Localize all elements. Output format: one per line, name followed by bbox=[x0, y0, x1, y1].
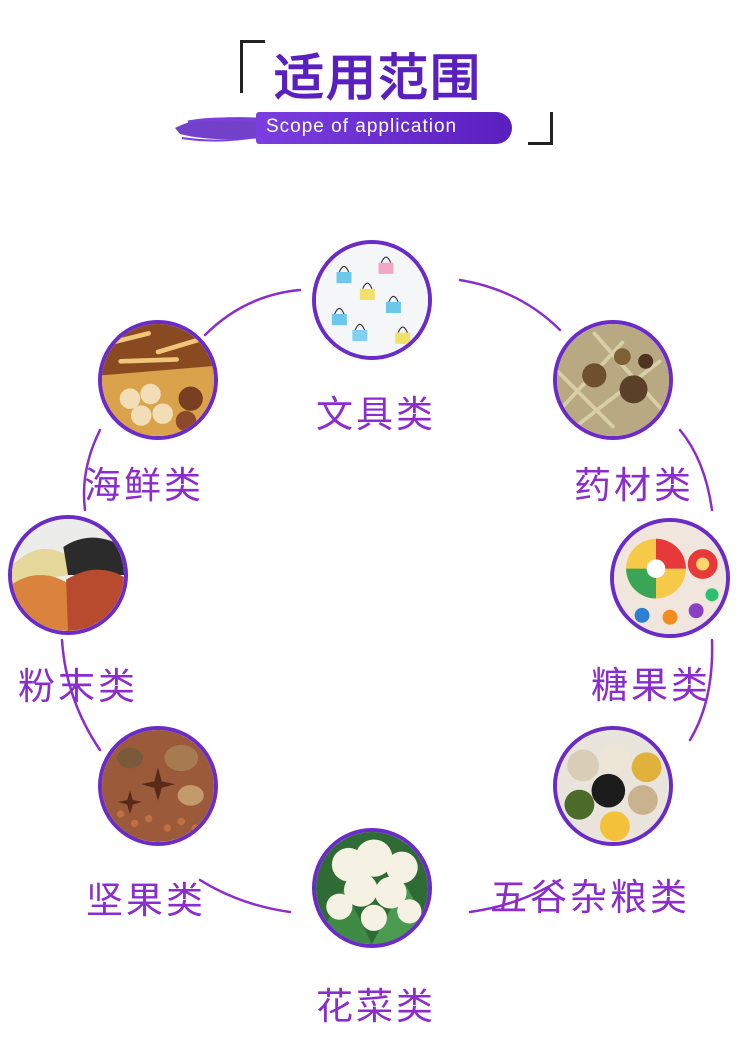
powder-icon bbox=[8, 515, 128, 635]
spices-nuts-icon bbox=[98, 726, 218, 846]
category-label: 五谷杂粮类 bbox=[490, 876, 690, 919]
cauliflower-icon bbox=[312, 828, 432, 948]
page-title: 适用范围 bbox=[274, 49, 482, 107]
category-label: 海鲜类 bbox=[84, 464, 204, 507]
category-label: 花菜类 bbox=[316, 985, 436, 1028]
category-label: 糖果类 bbox=[591, 664, 711, 707]
candy-icon bbox=[610, 518, 730, 638]
seafood-icon bbox=[98, 320, 218, 440]
category-label: 文具类 bbox=[316, 393, 436, 436]
right-bracket bbox=[528, 112, 553, 145]
grains-icon bbox=[553, 726, 673, 846]
category-label: 药材类 bbox=[574, 464, 694, 507]
page-subtitle: Scope of application bbox=[266, 116, 458, 137]
subtitle-bar bbox=[256, 112, 512, 144]
binder-clips-icon bbox=[312, 240, 432, 360]
left-bracket bbox=[240, 40, 265, 93]
herbs-icon bbox=[553, 320, 673, 440]
category-label: 坚果类 bbox=[86, 879, 206, 922]
category-label: 粉末类 bbox=[18, 665, 138, 708]
header: 适用范围 Scope of application bbox=[0, 0, 750, 170]
